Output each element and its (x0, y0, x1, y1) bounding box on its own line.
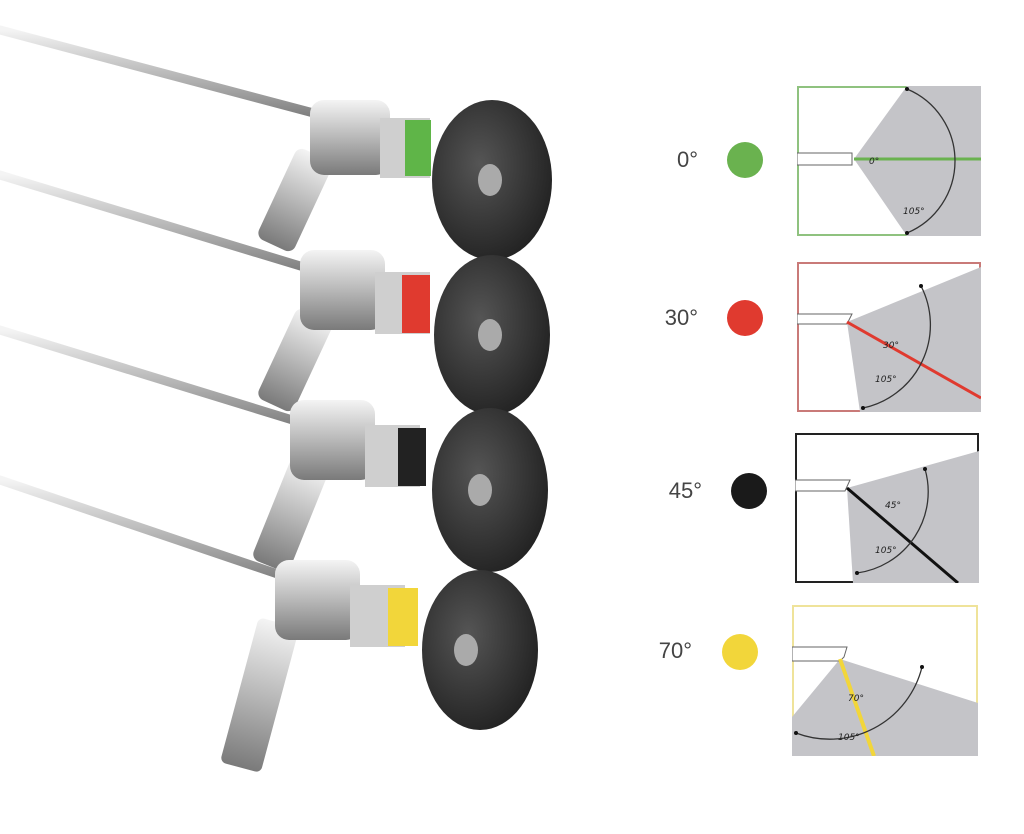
view-direction-line (838, 658, 876, 756)
view-diagram-0: 0° 105° (797, 86, 981, 236)
color-ring-red (402, 275, 430, 333)
view-direction-line (846, 320, 981, 400)
endoscope-30-degree (0, 170, 550, 415)
field-of-view (847, 451, 979, 583)
view-diagram-45: 45° 105° (795, 433, 979, 583)
field-arc (795, 666, 923, 740)
field-arc (862, 285, 931, 409)
scope-tip (792, 646, 848, 662)
field-text: 105° (838, 733, 860, 743)
endoscope-70-degree (0, 475, 538, 772)
angle-text: 0° (869, 157, 879, 167)
color-ring-green (405, 120, 431, 176)
angle-label-45: 45° (668, 478, 702, 503)
view-direction-line (846, 486, 959, 583)
color-ring-black (398, 428, 426, 486)
angle-label-0: 0° (676, 147, 698, 172)
angle-text: 30° (883, 341, 899, 351)
angle-text: 45° (885, 501, 901, 511)
field-text: 105° (903, 207, 925, 217)
angle-label-70: 70° (658, 638, 692, 663)
field-arc (906, 88, 956, 234)
angle-label-30: 30° (664, 305, 698, 330)
scope-tip (795, 479, 851, 492)
color-dot-black (731, 473, 767, 509)
field-of-view (847, 267, 981, 412)
color-dot-green (727, 142, 763, 178)
field-arc (856, 468, 929, 574)
endoscope-0-degree (0, 25, 552, 260)
scope-tip (797, 313, 853, 325)
color-ring-yellow (388, 588, 418, 646)
field-of-view (854, 86, 981, 236)
field-text: 105° (875, 375, 897, 385)
color-dot-yellow (722, 634, 758, 670)
scope-tip (797, 152, 853, 166)
field-of-view (792, 659, 978, 756)
angle-text: 70° (848, 694, 864, 704)
view-diagram-70: 70° 105° (792, 605, 978, 756)
field-text: 105° (875, 546, 897, 556)
view-diagram-30: 30° 105° (797, 262, 981, 412)
color-dot-red (727, 300, 763, 336)
endoscope-45-degree (0, 325, 548, 572)
